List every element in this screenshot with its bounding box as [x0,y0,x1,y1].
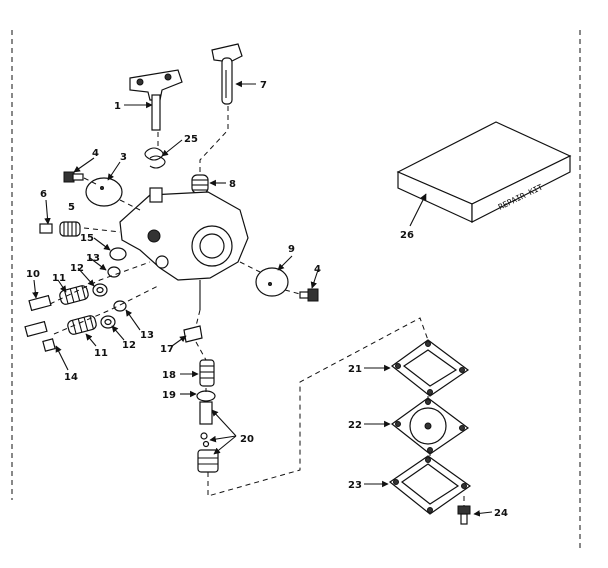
label-part-14: 14 [64,372,78,383]
leader-lines [32,80,493,517]
part-23-cover [388,455,472,515]
part-5-spring [59,221,81,237]
part-18-spring [199,359,215,387]
carburetor-body [119,187,249,310]
label-part-20: 20 [240,434,254,445]
label-part-5: 5 [68,202,75,213]
part-4-screw-right [299,288,319,302]
part-12-oring-a [92,283,108,297]
part-7-choke-shaft [211,43,243,105]
part-14-needle [24,320,56,352]
label-part-3: 3 [120,152,127,163]
part-9-choke-plate [255,267,289,297]
label-part-26: 26 [400,230,414,241]
part-15-plug [109,247,127,261]
label-part-17: 17 [160,344,174,355]
label-part-11-a: 11 [52,273,66,284]
alignment-lines [49,106,465,506]
label-part-13-a: 13 [86,253,100,264]
part-25-spring [144,147,166,169]
label-part-15: 15 [80,233,94,244]
label-part-1: 1 [114,101,121,112]
label-part-7: 7 [260,80,267,91]
label-part-4-left: 4 [92,148,99,159]
part-20-fitting [197,401,219,473]
label-part-25: 25 [184,134,198,145]
part-13-washer-a [107,266,121,278]
label-part-13-b: 13 [140,330,154,341]
part-6-screw [39,223,53,234]
label-part-4-right: 4 [314,264,321,275]
label-part-8: 8 [229,179,236,190]
part-3-throttle-plate [85,177,123,207]
label-part-6: 6 [40,189,47,200]
part-26-repair-kit: REPAIR KIT [396,121,572,223]
label-part-10: 10 [26,269,40,280]
part-labels: 1 7 25 8 4 3 6 5 15 13 12 10 11 9 4 13 1… [26,80,508,519]
label-part-18: 18 [162,370,176,381]
label-part-12-a: 12 [70,263,84,274]
part-4-screw-left [63,171,84,183]
part-17-float [183,325,203,343]
label-part-23: 23 [348,480,362,491]
label-part-19: 19 [162,390,176,401]
part-8-spring [191,174,209,194]
part-10-needle [28,294,52,312]
label-part-22: 22 [348,420,362,431]
label-part-21: 21 [348,364,362,375]
label-part-9: 9 [288,244,295,255]
part-24-screw [457,505,471,525]
label-part-11-b: 11 [94,348,108,359]
label-part-12-b: 12 [122,340,136,351]
part-1-throttle-shaft [129,69,183,131]
label-part-24: 24 [494,508,508,519]
part-12-oring-b [100,315,116,329]
part-22-diaphragm [391,397,470,455]
part-11-spring-b [67,315,97,335]
part-19-washer [196,390,216,402]
part-21-gasket [391,339,470,397]
